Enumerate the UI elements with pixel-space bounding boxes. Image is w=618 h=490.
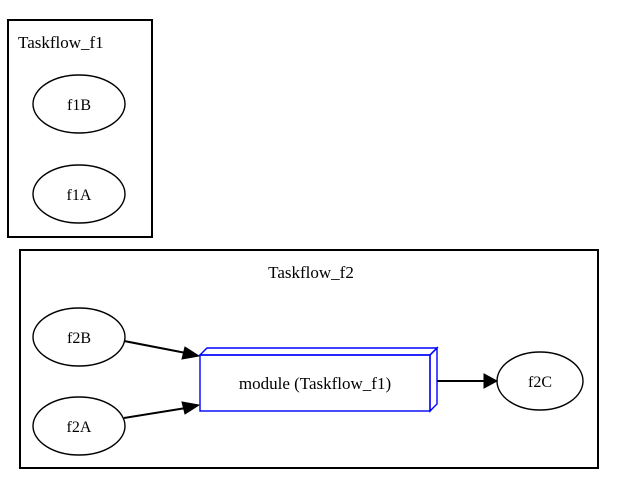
node-f1A-label: f1A [67,187,92,204]
edge-f2A-to-module [123,401,201,419]
cluster-taskflow-f2-label: Taskflow_f2 [268,263,354,282]
node-f2B-label: f2B [67,330,91,347]
node-f2A-label: f2A [67,419,92,436]
edge-f2A-to-module-line [123,407,187,419]
node-f1B[interactable]: f1B [32,74,126,134]
edge-f2B-to-module-line [123,340,187,354]
node-f2A-shape[interactable] [32,396,126,456]
edge-f2A-to-module-arrowhead [181,401,201,415]
node-f2C-label: f2C [528,374,552,391]
edge-module-to-f2C [437,373,499,389]
cluster-taskflow-f1-label: Taskflow_f1 [18,33,104,52]
cluster-taskflow-f1-border [7,19,153,238]
node-f1A-shape[interactable] [32,164,126,224]
cluster-taskflow-f2: Taskflow_f2 [19,249,599,469]
node-f1B-label: f1B [67,97,91,114]
edge-f2B-to-module [123,340,201,360]
node-f2B-shape[interactable] [32,307,126,367]
node-f2A[interactable]: f2A [32,396,126,456]
node-f1B-shape[interactable] [32,74,126,134]
node-f2C[interactable]: f2C [496,351,584,411]
node-module-right-face [429,346,438,413]
cluster-taskflow-f1: Taskflow_f1 [7,19,153,238]
cluster-taskflow-f2-border [19,249,599,469]
node-f2B[interactable]: f2B [32,307,126,367]
node-module-top-face [198,347,439,356]
node-module-label: module (Taskflow_f1) [239,374,391,393]
edge-module-to-f2C-arrowhead [483,373,499,389]
node-module-taskflow-f1[interactable]: module (Taskflow_f1) [198,346,439,413]
node-f1A[interactable]: f1A [32,164,126,224]
edge-f2B-to-module-arrowhead [181,346,201,360]
